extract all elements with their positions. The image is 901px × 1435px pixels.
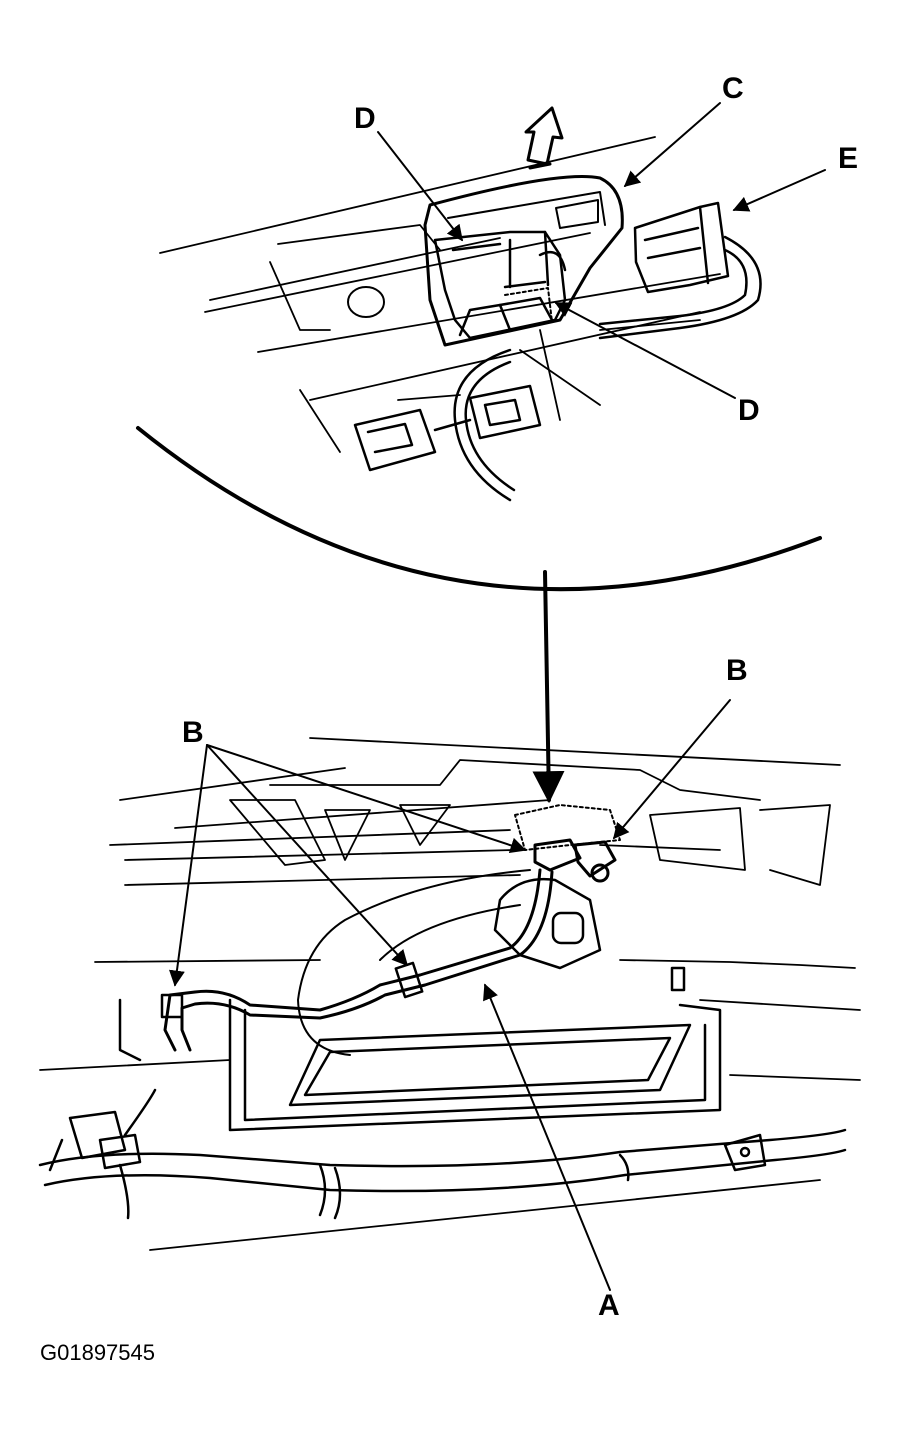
callout-b-right: B	[726, 654, 748, 687]
assembly-view	[38, 102, 861, 1291]
callout-d-right: D	[738, 394, 760, 427]
bracket-c	[423, 175, 624, 347]
figure-id: G01897545	[40, 1340, 155, 1365]
harness-connector	[533, 838, 617, 883]
detail-boundary-arc	[136, 426, 822, 592]
panel-outline	[159, 136, 721, 453]
clip-detail	[353, 384, 542, 472]
mounting-hole	[347, 286, 385, 318]
callout-e: E	[838, 142, 858, 175]
sensor-connector	[433, 230, 567, 340]
pull-direction-arrow	[524, 106, 564, 166]
tab-hatch	[504, 287, 553, 323]
callout-d-top: D	[354, 102, 376, 135]
callout-a: A	[598, 1289, 620, 1322]
detail-view	[136, 106, 822, 592]
body-contour	[297, 869, 531, 1056]
harness-a	[163, 868, 554, 1052]
main-harness	[38, 1088, 847, 1220]
connector-e	[633, 201, 730, 294]
mount-bracket	[493, 878, 602, 970]
leader-lines	[168, 102, 826, 1291]
detail-link-arrow	[532, 570, 565, 804]
callout-b-left: B	[182, 716, 204, 749]
callout-c: C	[722, 72, 744, 105]
harness-upper	[598, 235, 762, 340]
wire-loop	[453, 348, 512, 502]
dashboard-outline	[39, 737, 861, 1251]
harness-clip	[160, 993, 184, 1019]
cross-member	[118, 966, 722, 1132]
